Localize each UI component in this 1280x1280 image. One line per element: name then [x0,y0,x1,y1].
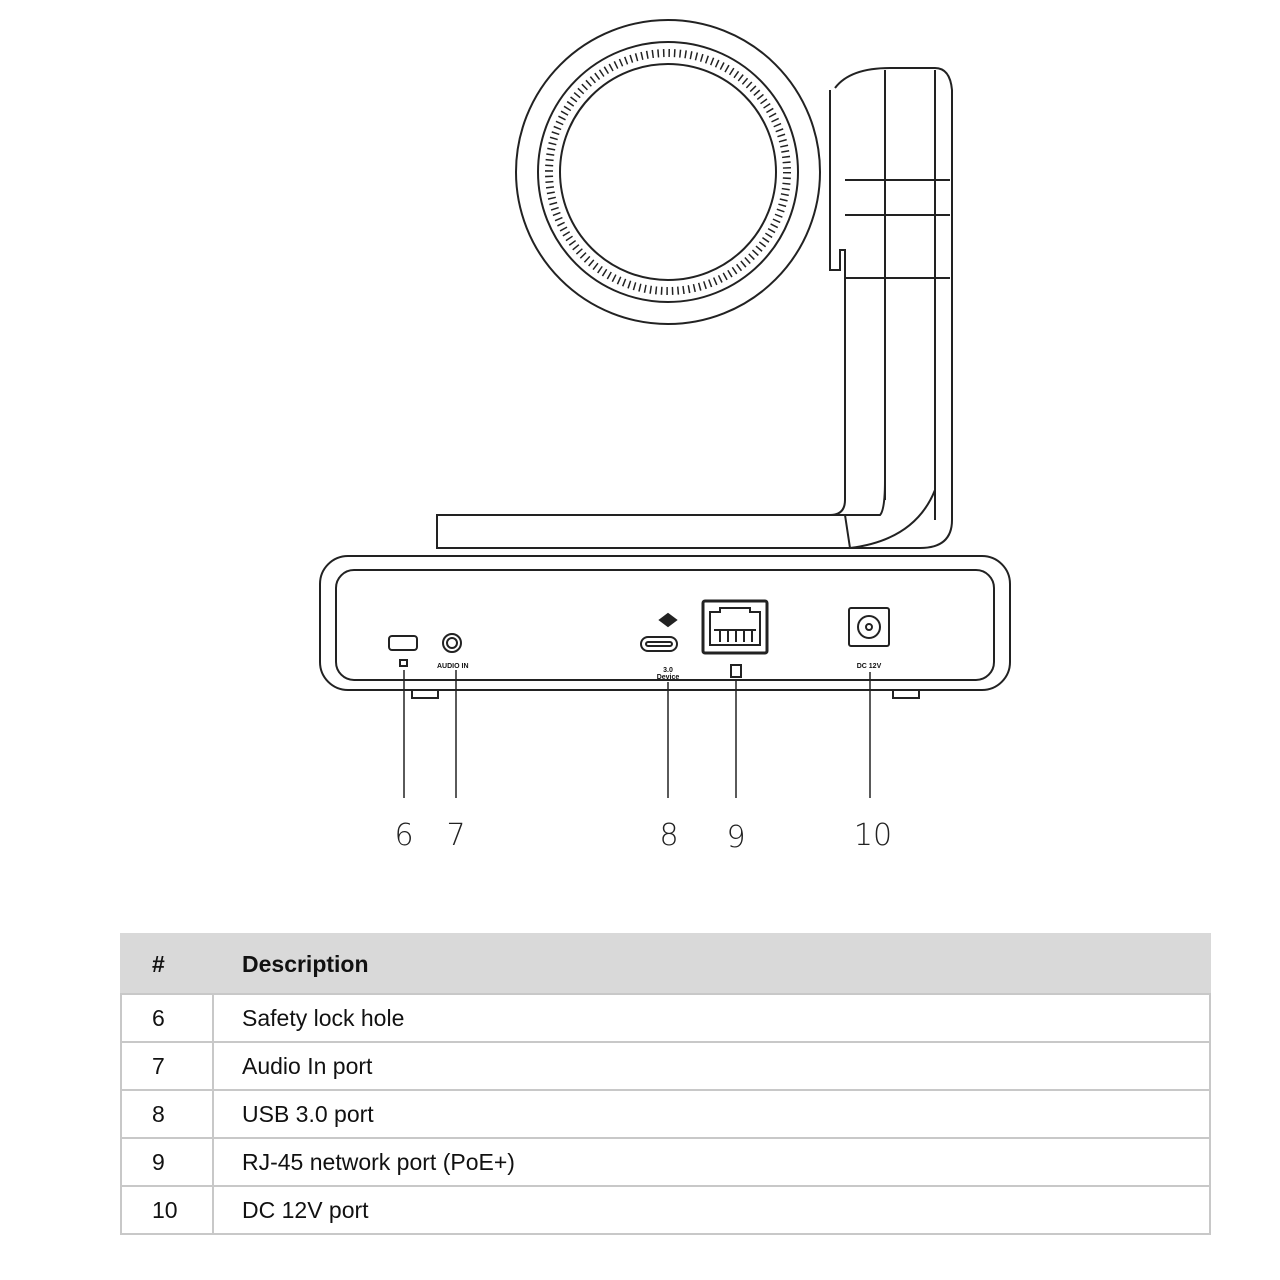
camera-rear-diagram: AUDIO IN 3.0 Device DC 12V 6 7 8 9 10 [319,19,1011,855]
row-description: USB 3.0 port [212,1089,1211,1139]
row-number: 9 [120,1137,214,1187]
callout-10: 10 [854,818,892,853]
header-number: # [120,933,214,995]
row-description: RJ-45 network port (PoE+) [212,1137,1211,1187]
lock-icon [399,659,408,667]
camera-arm [829,67,953,549]
rj45-port [701,599,769,655]
row-description: Audio In port [212,1041,1211,1091]
leader-lines [403,670,871,798]
lens-housing [515,19,821,325]
audio-in-port [442,633,462,653]
header-description: Description [212,933,1211,995]
dc-power-port [848,607,890,647]
callout-9: 9 [726,820,745,855]
base-plate [436,514,852,549]
callout-8: 8 [659,818,678,853]
row-description: Safety lock hole [212,993,1211,1043]
callout-7: 7 [446,818,465,853]
row-number: 7 [120,1041,214,1091]
audio-in-label: AUDIO IN [437,663,469,670]
row-number: 8 [120,1089,214,1139]
usb-c-port [640,636,678,652]
row-number: 6 [120,993,214,1043]
safety-lock-hole [388,635,418,651]
dc-label: DC 12V [857,663,882,670]
row-number: 10 [120,1185,214,1235]
table-header-row: # Description [120,933,1211,995]
row-description: DC 12V port [212,1185,1211,1235]
usb-label-line2: Device [657,674,680,681]
callout-6: 6 [394,818,413,853]
usb-label-line1: 3.0 [663,667,673,674]
network-icon [730,664,742,678]
usb-icon [658,612,678,628]
